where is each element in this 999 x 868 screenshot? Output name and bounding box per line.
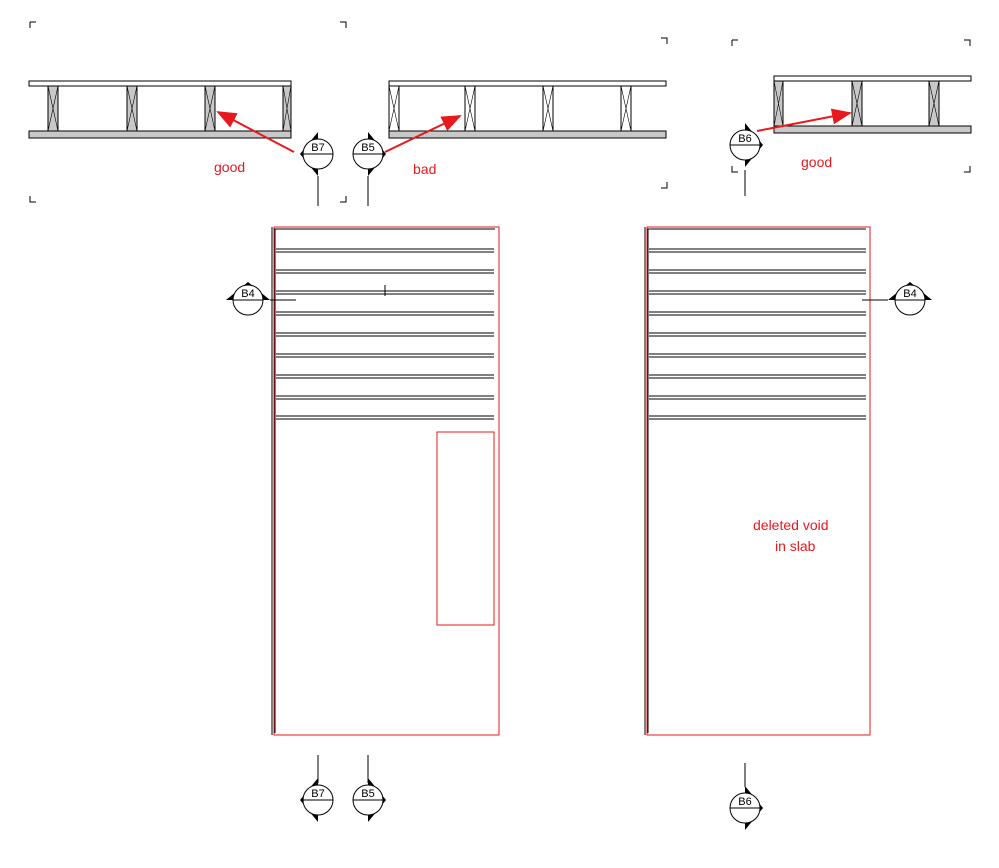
section-tag-label: B5 <box>361 788 374 800</box>
joist-lines-left <box>276 248 494 420</box>
section-detail-middle <box>388 80 667 139</box>
floor-plan-left <box>270 226 500 736</box>
crop-marks <box>29 21 971 203</box>
section-tag-label: B6 <box>738 796 751 808</box>
section-tag-b6-bottom[interactable]: B6 <box>729 786 763 830</box>
section-tag-b5-bottom[interactable]: B5 <box>352 778 386 822</box>
annotation-good-left: good <box>214 159 245 175</box>
section-cut-lines <box>317 170 746 787</box>
section-tag-b4-right[interactable]: B4 <box>888 282 932 316</box>
section-detail-right <box>773 75 972 134</box>
section-tag-label: B7 <box>311 788 324 800</box>
section-tag-label: B4 <box>241 288 254 300</box>
section-tag-label: B7 <box>311 142 324 154</box>
annotation-bad: bad <box>413 161 436 177</box>
slab-void <box>436 431 495 626</box>
annotation-deleted-void-line1: deleted void <box>753 517 829 533</box>
section-tag-b5-top[interactable]: B5 <box>352 132 386 176</box>
annotation-good-right: good <box>801 154 832 170</box>
joist <box>47 85 292 132</box>
section-tag-label: B5 <box>361 142 374 154</box>
annotation-deleted-void-line2: in slab <box>775 538 816 554</box>
joist-lines-right <box>649 248 866 420</box>
section-tag-b4-left[interactable]: B4 <box>226 282 270 316</box>
section-tag-label: B6 <box>738 133 751 145</box>
annotation-arrows <box>216 108 852 153</box>
floor-plan-right <box>644 226 888 736</box>
section-tag-label: B4 <box>903 288 916 300</box>
section-tag-b6-top[interactable]: B6 <box>729 123 763 167</box>
section-tag-b7-top[interactable]: B7 <box>300 132 334 176</box>
section-detail-left <box>28 80 292 139</box>
section-tag-b7-bottom[interactable]: B7 <box>300 778 334 822</box>
